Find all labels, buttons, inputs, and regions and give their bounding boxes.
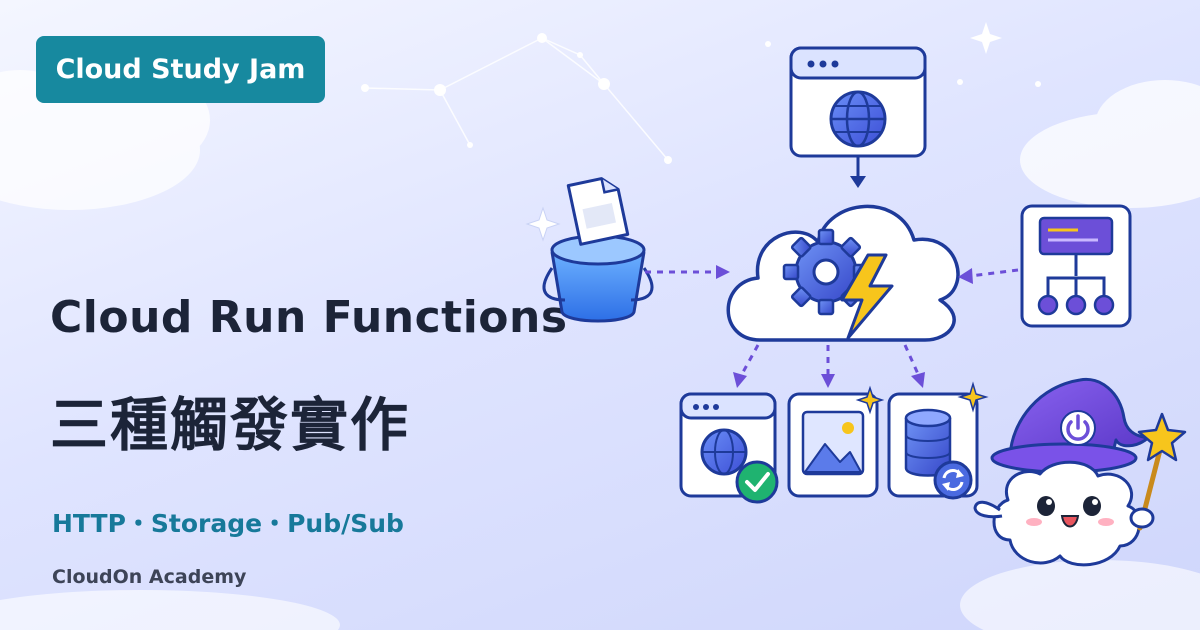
browser-globe-icon (789, 46, 927, 158)
constellation-dots (361, 33, 1041, 164)
background-cloud-icon (0, 560, 1200, 630)
storage-bucket-icon (542, 234, 654, 323)
cloud-study-jam-badge: Cloud Study Jam (36, 36, 325, 103)
database-sync-icon (887, 392, 979, 500)
cloud-gear-lightning-icon (726, 204, 960, 342)
page-title: Cloud Run Functions (50, 292, 568, 343)
brand-name: CloudOn Academy (52, 566, 247, 588)
trigger-types-tagline: HTTP・Storage・Pub/Sub (52, 509, 404, 538)
lightning-icon (840, 253, 894, 340)
arrow-heads (733, 372, 925, 388)
wizard-cloud-mascot-icon (973, 377, 1150, 567)
power-icon (1066, 420, 1090, 441)
document-icon (566, 177, 630, 246)
page-subtitle: 三種觸發實作 (50, 391, 411, 459)
dashed-arrow-right-icon (645, 265, 730, 279)
background-cloud-icon (1020, 80, 1200, 208)
pubsub-topic-icon (1020, 204, 1132, 328)
sparkle-icon (970, 22, 1002, 54)
arrow-down-icon (850, 157, 866, 188)
sparkle-icon (855, 385, 885, 415)
browser-check-icon (679, 392, 779, 504)
dashed-arrow-down-icon (740, 344, 920, 375)
image-icon (787, 392, 879, 498)
dashed-arrow-left-icon (958, 268, 1019, 284)
sparkle-icon (525, 206, 561, 242)
sparkle-icon (957, 381, 989, 413)
star-wand-icon (1129, 412, 1187, 531)
